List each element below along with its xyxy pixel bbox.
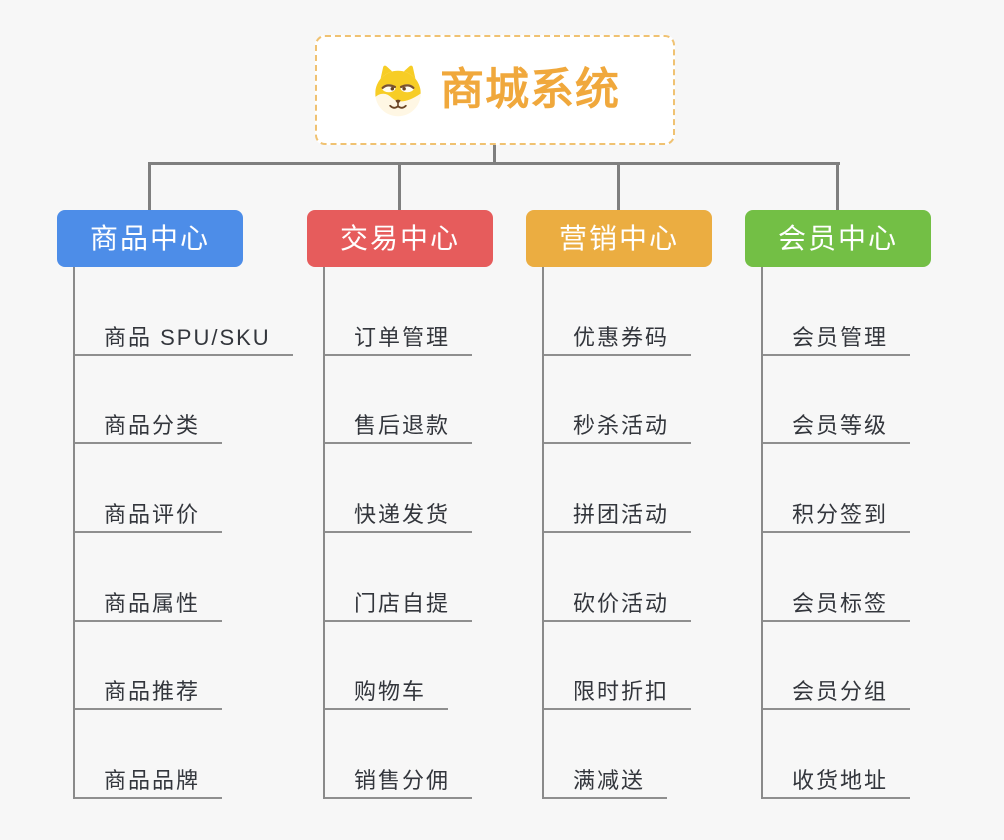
branch-node[interactable]: 会员中心	[745, 210, 931, 267]
leaf-node[interactable]: 商品推荐	[74, 622, 293, 711]
leaf-node[interactable]: 会员分组	[762, 622, 911, 711]
branch: 会员中心 会员管理 会员等级 积分签到 会员标签 会员分组 收货地址	[745, 162, 931, 800]
branch-label: 营销中心	[558, 222, 679, 254]
connector-branch-drop	[617, 162, 620, 210]
branch-children: 会员管理 会员等级 积分签到 会员标签 会员分组 收货地址	[761, 267, 911, 800]
leaf-node[interactable]: 积分签到	[762, 444, 911, 534]
leaf-node[interactable]: 商品 SPU/SKU	[74, 267, 293, 356]
leaf-label: 会员标签	[762, 592, 911, 622]
leaf-label: 订单管理	[324, 326, 473, 356]
leaf-label: 销售分佣	[324, 770, 473, 800]
leaf-node[interactable]: 销售分佣	[324, 710, 473, 800]
leaf-node[interactable]: 砍价活动	[543, 533, 692, 622]
root-node[interactable]: 商城系统	[315, 35, 675, 145]
leaf-label: 收货地址	[762, 770, 911, 800]
leaf-node[interactable]: 门店自提	[324, 533, 473, 622]
leaf-label: 售后退款	[324, 415, 473, 445]
branch-children: 商品 SPU/SKU 商品分类 商品评价 商品属性 商品推荐 商品品牌	[73, 267, 293, 800]
leaf-label: 会员管理	[762, 326, 911, 356]
branch-node[interactable]: 营销中心	[526, 210, 712, 267]
connector-branch-drop	[398, 162, 401, 210]
leaf-node[interactable]: 会员管理	[762, 267, 911, 356]
branch-children: 优惠券码 秒杀活动 拼团活动 砍价活动 限时折扣 满减送	[542, 267, 692, 800]
leaf-node[interactable]: 商品属性	[74, 533, 293, 622]
leaf-node[interactable]: 购物车	[324, 622, 472, 711]
connector-branch-drop	[148, 162, 151, 210]
leaf-label: 秒杀活动	[543, 415, 692, 445]
connector-spine	[542, 267, 544, 799]
leaf-node[interactable]: 快递发货	[324, 444, 473, 534]
branch-label: 交易中心	[339, 222, 460, 254]
leaf-label: 限时折扣	[543, 681, 692, 711]
leaf-node[interactable]: 收货地址	[762, 710, 911, 800]
leaf-node[interactable]: 商品评价	[74, 444, 293, 534]
leaf-node[interactable]: 优惠券码	[543, 267, 692, 356]
leaf-label: 优惠券码	[543, 326, 692, 356]
leaf-label: 会员等级	[762, 415, 911, 445]
leaf-node[interactable]: 会员等级	[762, 356, 911, 445]
connector-spine	[761, 267, 763, 799]
leaf-label: 门店自提	[324, 592, 473, 622]
leaf-node[interactable]: 商品品牌	[74, 710, 293, 800]
connector-root-stem	[493, 145, 496, 164]
connector-spine	[73, 267, 75, 799]
leaf-node[interactable]: 售后退款	[324, 356, 473, 445]
leaf-label: 商品分类	[74, 415, 223, 445]
branch: 商品中心 商品 SPU/SKU 商品分类 商品评价 商品属性 商品推荐 商品品牌	[57, 162, 293, 800]
leaf-node[interactable]: 商品分类	[74, 356, 293, 445]
doge-icon	[375, 65, 421, 117]
connector-horizontal-bar	[149, 162, 840, 165]
leaf-label: 商品 SPU/SKU	[74, 326, 293, 356]
leaf-node[interactable]: 订单管理	[324, 267, 473, 356]
leaf-label: 会员分组	[762, 681, 911, 711]
leaf-label: 拼团活动	[543, 504, 692, 534]
leaf-label: 购物车	[324, 681, 449, 711]
leaf-label: 快递发货	[324, 504, 473, 534]
leaf-node[interactable]: 秒杀活动	[543, 356, 692, 445]
root-title: 商城系统	[440, 65, 620, 114]
branch-node[interactable]: 交易中心	[307, 210, 493, 267]
connector-spine	[323, 267, 325, 799]
branch: 交易中心 订单管理 售后退款 快递发货 门店自提 购物车 销售分佣	[307, 162, 493, 800]
leaf-node[interactable]: 满减送	[543, 710, 691, 800]
leaf-node[interactable]: 会员标签	[762, 533, 911, 622]
leaf-label: 商品推荐	[74, 681, 223, 711]
branch-children: 订单管理 售后退款 快递发货 门店自提 购物车 销售分佣	[323, 267, 473, 800]
leaf-label: 商品评价	[74, 504, 223, 534]
branch-label: 商品中心	[89, 222, 210, 254]
leaf-label: 商品品牌	[74, 770, 223, 800]
leaf-label: 砍价活动	[543, 592, 692, 622]
leaf-label: 积分签到	[762, 504, 911, 534]
branch-label: 会员中心	[777, 222, 898, 254]
leaf-label: 商品属性	[74, 592, 223, 622]
branch: 营销中心 优惠券码 秒杀活动 拼团活动 砍价活动 限时折扣 满减送	[526, 162, 712, 800]
leaf-node[interactable]: 拼团活动	[543, 444, 692, 534]
leaf-node[interactable]: 限时折扣	[543, 622, 692, 711]
leaf-label: 满减送	[543, 770, 668, 800]
branch-node[interactable]: 商品中心	[57, 210, 243, 267]
connector-branch-drop	[836, 162, 839, 210]
